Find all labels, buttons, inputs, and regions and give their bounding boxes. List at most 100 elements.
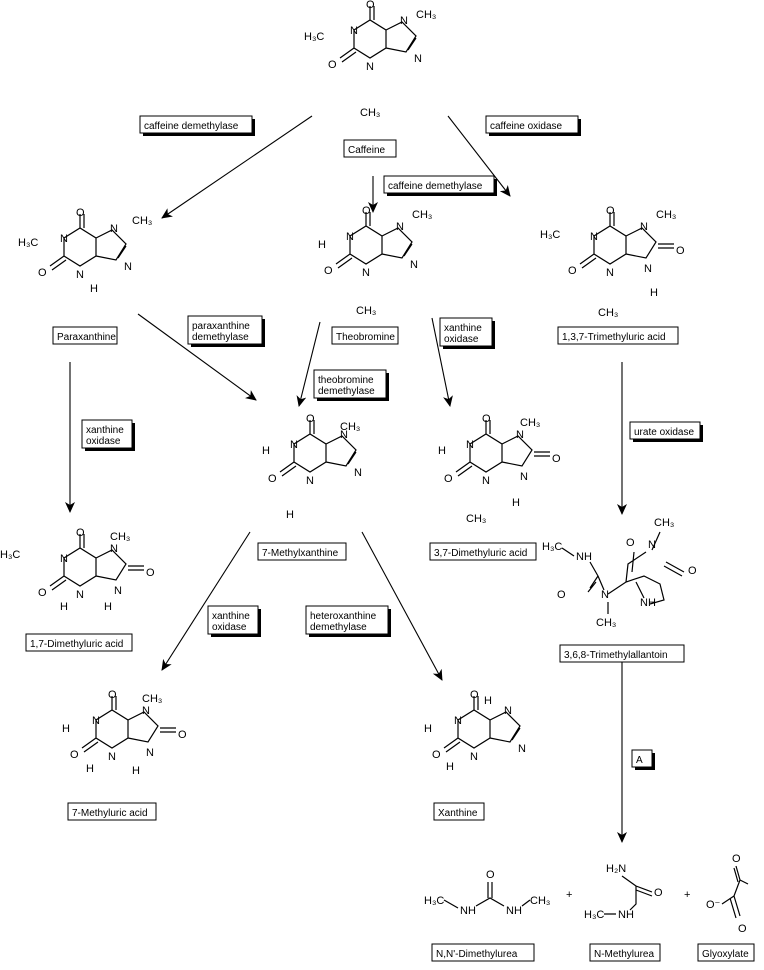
ring-atom: N [362, 267, 370, 279]
ring-atom: N [644, 263, 652, 275]
label-dimethylurea-text: N,N'-Dimethylurea [436, 949, 518, 960]
ring-atom: N [108, 751, 116, 763]
molecule-glyoxylate: O O⁻ O [706, 853, 749, 935]
label-dimethyluric37-text: 3,7-Dimethyluric acid [434, 548, 527, 559]
arrow-caffeine-to-paraxanthine [161, 115, 313, 219]
methyl-n3: CH₃ [466, 513, 486, 525]
methyl-n7: CH₃ [110, 531, 130, 543]
label-theobromine-text: Theobromine [336, 332, 395, 343]
label-trimethyluric-text: 1,3,7-Trimethyluric acid [562, 332, 666, 343]
molecule-dimethylurea: H₃C NH O NH CH₃ [424, 869, 550, 917]
ring-atom: O [568, 265, 577, 277]
methyl-n7: CH₃ [416, 9, 436, 21]
enzyme-e9-text: xanthine [212, 611, 250, 622]
ring-atom: O [38, 267, 47, 279]
nitrogen-ring: N [648, 539, 656, 551]
methyl-n1: H₃C [18, 237, 38, 249]
methyl-n1: H₃C [540, 229, 560, 241]
methyl-n1: H₃C [0, 549, 20, 561]
ring-atom: O [470, 689, 479, 701]
nh-n1: H [438, 445, 446, 457]
ring-atom: N [354, 467, 362, 479]
ring-atom: N [520, 471, 528, 483]
label-paraxanthine: Paraxanthine [52, 326, 118, 345]
ring-atom: N [76, 269, 84, 281]
ring-atom: N [640, 221, 648, 233]
nh-n3: H [60, 601, 68, 613]
enzyme-e11: A [631, 749, 655, 770]
nh-n1: H [62, 723, 70, 735]
ring-atom: N [110, 223, 118, 235]
ring-atom: O [108, 689, 117, 701]
enzyme-e4-text: demethylase [192, 332, 249, 343]
nh-n9: H [650, 287, 658, 299]
nh-n1: H [318, 239, 326, 251]
nh-n9: H [512, 497, 520, 509]
ring-atom: N [76, 589, 84, 601]
ring-atom: N [454, 715, 462, 727]
ring-atom: N [396, 221, 404, 233]
label-xanthine-text: Xanthine [438, 808, 478, 819]
enzyme-e4-text: paraxanthine [192, 321, 250, 332]
ring-atom: N [60, 553, 68, 565]
amino: H₂N [606, 863, 626, 875]
nh-ring: NH [640, 597, 656, 609]
arrow-theobromine-to-methylxanthine [296, 321, 321, 407]
plus-sign-1: + [566, 889, 572, 901]
nh-n7: H [484, 695, 492, 707]
ring-atom: O [328, 59, 337, 71]
ring-atom: N [142, 705, 150, 717]
enzyme-e2-text: caffeine oxidase [490, 121, 563, 132]
ring-atom: N [350, 25, 358, 37]
nh-n1: H [262, 445, 270, 457]
enzyme-e5-text: xanthine [86, 425, 124, 436]
arrow-methylxanthine-to-methyluric7 [161, 531, 251, 671]
ring-atom: O [178, 729, 187, 741]
enzyme-e9-text: oxidase [212, 622, 247, 633]
nh-left: NH [576, 551, 592, 563]
ring-atom: N [290, 439, 298, 451]
ring-atom: N [346, 231, 354, 243]
methyl: H₃C [584, 909, 604, 921]
ring-atom: N [114, 585, 122, 597]
label-methylxanthine7: 7-Methylxanthine [257, 542, 347, 561]
methyl-n7: CH₃ [412, 209, 432, 221]
ring-atom: N [466, 439, 474, 451]
enzyme-e7-text: xanthine [444, 323, 482, 334]
ring-atom: O [444, 473, 453, 485]
enzyme-e10-text: demethylase [310, 622, 367, 633]
nh-n9: H [104, 601, 112, 613]
label-dimethyluric17-text: 1,7-Dimethyluric acid [30, 639, 123, 650]
methyl-n7: CH₃ [132, 215, 152, 227]
label-methylxanthine7-text: 7-Methylxanthine [262, 548, 339, 559]
methyl-n3: CH₃ [360, 107, 380, 119]
ring-atom: N [518, 743, 526, 755]
nh-left: NH [460, 905, 476, 917]
label-trimethylallantoin: 3,6,8-Trimethylallantoin [559, 644, 685, 663]
oxygen-aldehyde: O [732, 853, 741, 865]
ring-atom: O [306, 413, 315, 425]
ring-atom: N [590, 231, 598, 243]
ring-atom: O [552, 453, 561, 465]
label-trimethylallantoin-text: 3,6,8-Trimethylallantoin [564, 650, 668, 661]
arrow-caffeine-to-trimethyluric [447, 115, 511, 197]
oxygen: O [654, 887, 663, 899]
enzyme-e10-text: heteroxanthine [310, 611, 377, 622]
oxygen: O [486, 869, 495, 881]
enzyme-e6-text: demethylase [318, 386, 375, 397]
enzyme-e8: urate oxidase [629, 421, 703, 442]
ring-atom: O [146, 567, 155, 579]
enzyme-e1-text: caffeine demethylase [144, 121, 239, 132]
nh-right: NH [506, 905, 522, 917]
oxygen-ring: O [688, 565, 697, 577]
label-paraxanthine-text: Paraxanthine [57, 332, 116, 343]
